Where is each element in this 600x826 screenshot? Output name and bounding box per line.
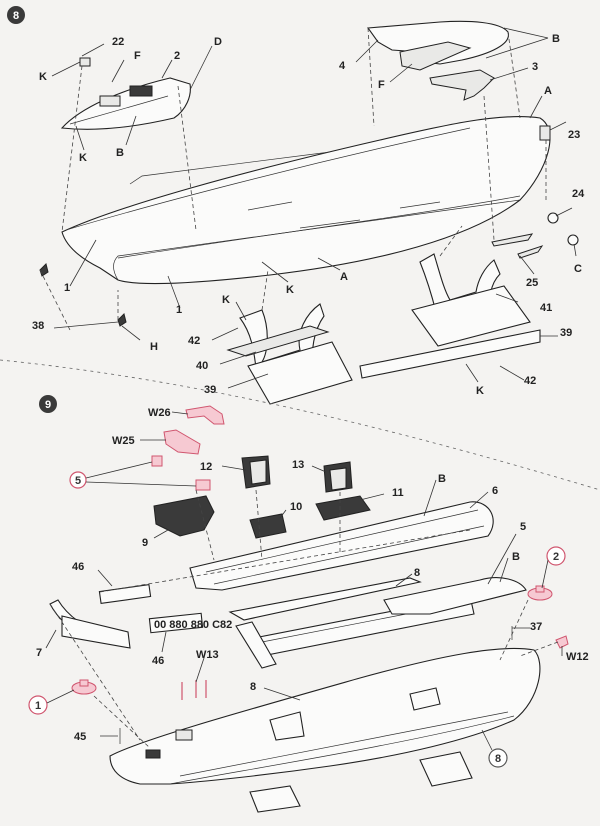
label-37: 37 — [530, 621, 542, 633]
label-7: 7 — [36, 647, 42, 659]
ref-number-8: 8 — [495, 753, 501, 765]
label-10: 10 — [290, 501, 302, 513]
step-badge-9 — [39, 395, 57, 413]
label-12: 12 — [200, 461, 212, 473]
label-K: K — [222, 294, 230, 306]
label-W26: W26 — [148, 407, 171, 419]
step-number-9: 9 — [45, 399, 51, 411]
label-25: 25 — [526, 277, 538, 289]
label-H: H — [150, 341, 158, 353]
funnels-and-fittings — [153, 455, 371, 539]
label-A: A — [544, 85, 552, 97]
small-parts-24-25 — [39, 212, 579, 327]
step-number-8: 8 — [13, 10, 19, 22]
label-8: 8 — [414, 567, 420, 579]
label-45: 45 — [74, 731, 86, 743]
display-stand — [226, 253, 541, 405]
label-W12: W12 — [566, 651, 589, 663]
label-2: 2 — [174, 50, 180, 62]
label-W13: W13 — [196, 649, 219, 661]
label-C: C — [574, 263, 582, 275]
label-8: 8 — [250, 681, 256, 693]
label-9: 9 — [142, 537, 148, 549]
label-13: 13 — [292, 459, 304, 471]
label-K: K — [39, 71, 47, 83]
plate-46-text: 00 880 880 C82 — [154, 619, 232, 631]
label-B: B — [552, 33, 560, 45]
label-W25: W25 — [112, 435, 135, 447]
ref-circle-1 — [28, 695, 48, 715]
ref-circle-2 — [546, 546, 566, 566]
pink-parts-w12-w13 — [181, 635, 569, 700]
bow-deck — [60, 57, 191, 130]
label-B: B — [116, 147, 124, 159]
label-B: B — [438, 473, 446, 485]
step-divider — [0, 359, 600, 491]
label-K: K — [79, 152, 87, 164]
label-23: 23 — [568, 129, 580, 141]
label-5: 5 — [520, 521, 526, 533]
label-11: 11 — [392, 487, 404, 499]
rail-7 — [49, 583, 152, 649]
ref-number-5: 5 — [75, 475, 81, 487]
ref-circle-5 — [69, 471, 87, 489]
label-K: K — [286, 284, 294, 296]
label-F: F — [378, 79, 385, 91]
label-A: A — [340, 271, 348, 283]
ref-circle-8 — [488, 748, 508, 768]
label-39: 39 — [560, 327, 572, 339]
label-42: 42 — [188, 335, 200, 347]
ref-number-1: 1 — [35, 700, 41, 712]
hull-part-5 — [383, 577, 527, 615]
hull-lower — [61, 116, 551, 285]
label-1: 1 — [64, 282, 70, 294]
step8-guides — [39, 27, 547, 331]
label-42: 42 — [524, 375, 536, 387]
ref-number-2: 2 — [553, 551, 559, 563]
label-46: 46 — [152, 655, 164, 667]
label-B: B — [512, 551, 520, 563]
label-K: K — [476, 385, 484, 397]
hull-lower-9 — [109, 647, 541, 813]
label-6: 6 — [492, 485, 498, 497]
reference-parts — [71, 585, 553, 744]
step-9: 9 — [28, 395, 589, 813]
step9-labels: W26 W25 5 12 13 B 6 11 10 9 5 B — [28, 407, 589, 768]
label-1: 1 — [176, 304, 182, 316]
label-D: D — [214, 36, 222, 48]
label-F: F — [134, 50, 141, 62]
label-46: 46 — [72, 561, 84, 573]
label-4: 4 — [339, 60, 346, 72]
step-badge-8 — [7, 6, 25, 24]
label-41: 41 — [540, 302, 552, 314]
step8-labels: 22 K F 2 D K B 4 F B 3 A 23 — [32, 27, 585, 397]
label-39: 39 — [204, 384, 216, 396]
pink-parts — [151, 405, 225, 491]
step9-guides — [49, 489, 559, 749]
label-38: 38 — [32, 320, 44, 332]
label-22: 22 — [112, 36, 124, 48]
plate-46: 00 880 880 C82 — [148, 612, 232, 634]
label-24: 24 — [572, 188, 585, 200]
label-40: 40 — [196, 360, 208, 372]
step-8: 8 — [7, 6, 585, 405]
label-3: 3 — [532, 61, 538, 73]
deck-6 — [189, 501, 494, 591]
upper-deck — [366, 20, 551, 141]
